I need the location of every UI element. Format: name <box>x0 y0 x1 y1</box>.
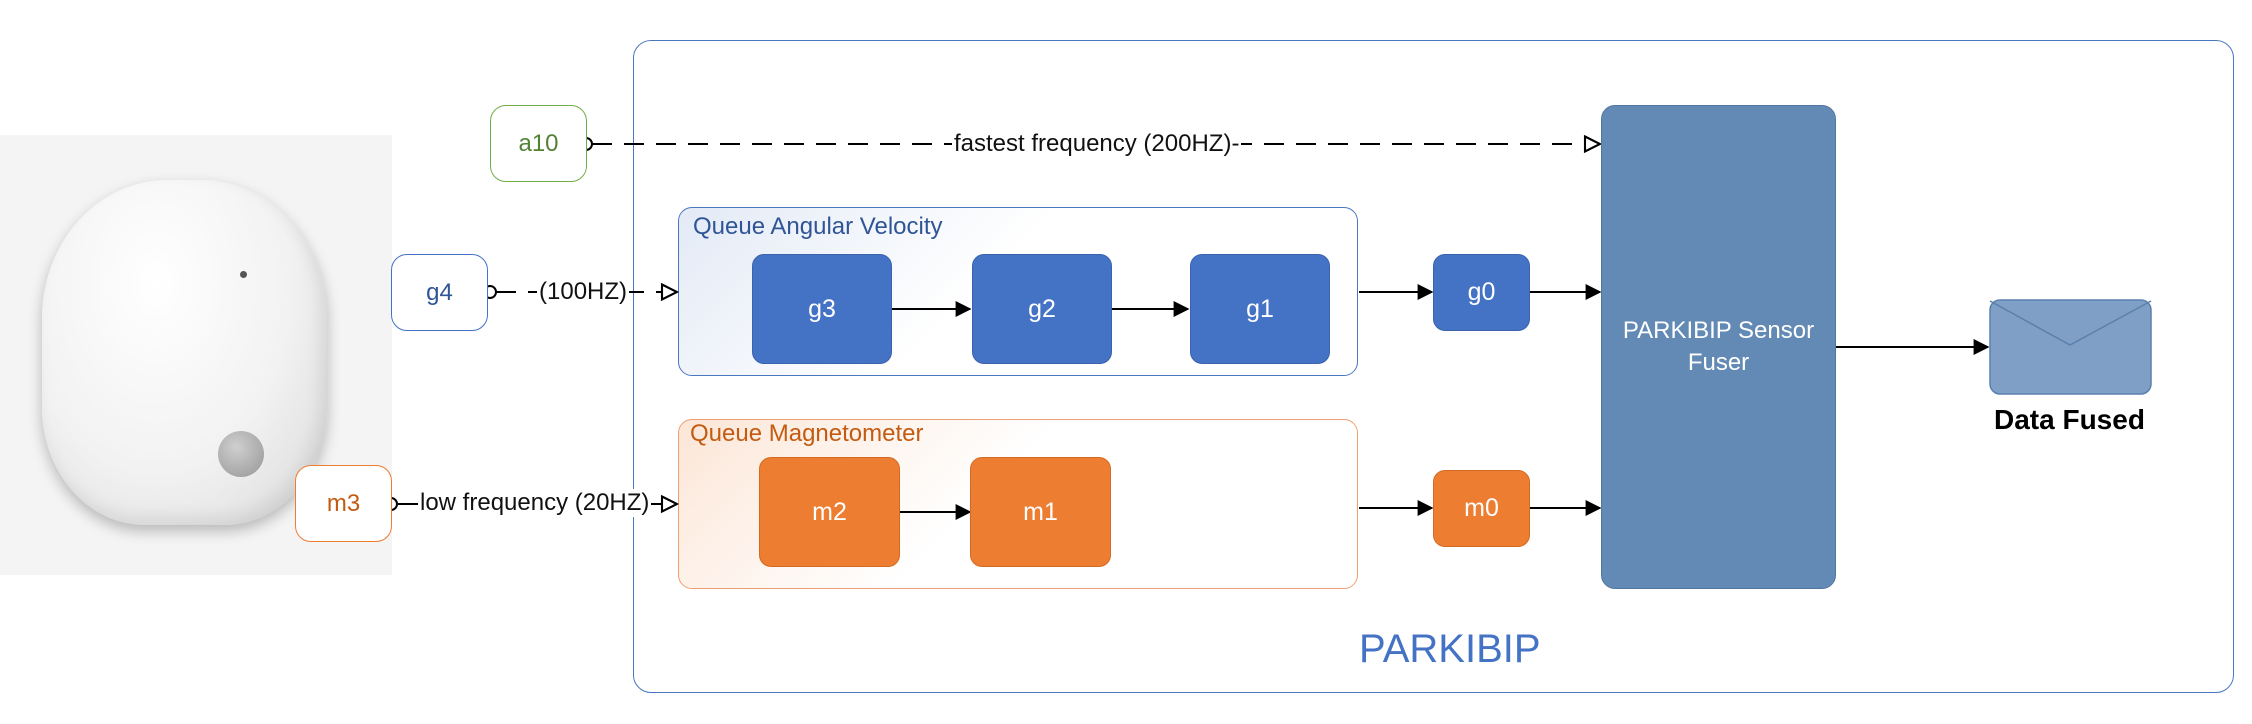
sensor-device-image <box>0 135 392 575</box>
queue-item-g3: g3 <box>752 254 892 364</box>
link-label-low: low frequency (20HZ) <box>418 489 652 517</box>
fuser-label-line1: PARKIBIP Sensor <box>1622 317 1815 344</box>
queue-angular-velocity-title: Queue Angular Velocity <box>693 213 943 240</box>
fuser-label-line2: Fuser <box>1687 349 1750 376</box>
source-g4: g4 <box>391 254 488 331</box>
source-m3: m3 <box>295 465 392 542</box>
queue-item-m2: m2 <box>759 457 900 567</box>
envelope-icon <box>1989 299 2152 395</box>
queue-magnetometer-title: Queue Magnetometer <box>690 420 924 447</box>
queue-item-m1: m1 <box>970 457 1111 567</box>
queue-item-g2: g2 <box>972 254 1112 364</box>
link-label-fastest: fastest frequency (200HZ)- <box>952 130 1242 158</box>
head-m0: m0 <box>1433 470 1530 547</box>
parkibip-frame <box>633 40 2234 693</box>
output-label: Data Fused <box>1994 404 2145 435</box>
link-label-100hz: (100HZ) <box>537 278 630 306</box>
system-label: PARKIBIP <box>1359 627 1541 671</box>
head-g0: g0 <box>1433 254 1530 331</box>
source-a10: a10 <box>490 105 587 182</box>
queue-item-g1: g1 <box>1190 254 1330 364</box>
parkibip-sensor-fuser: PARKIBIP Sensor Fuser <box>1601 105 1836 589</box>
